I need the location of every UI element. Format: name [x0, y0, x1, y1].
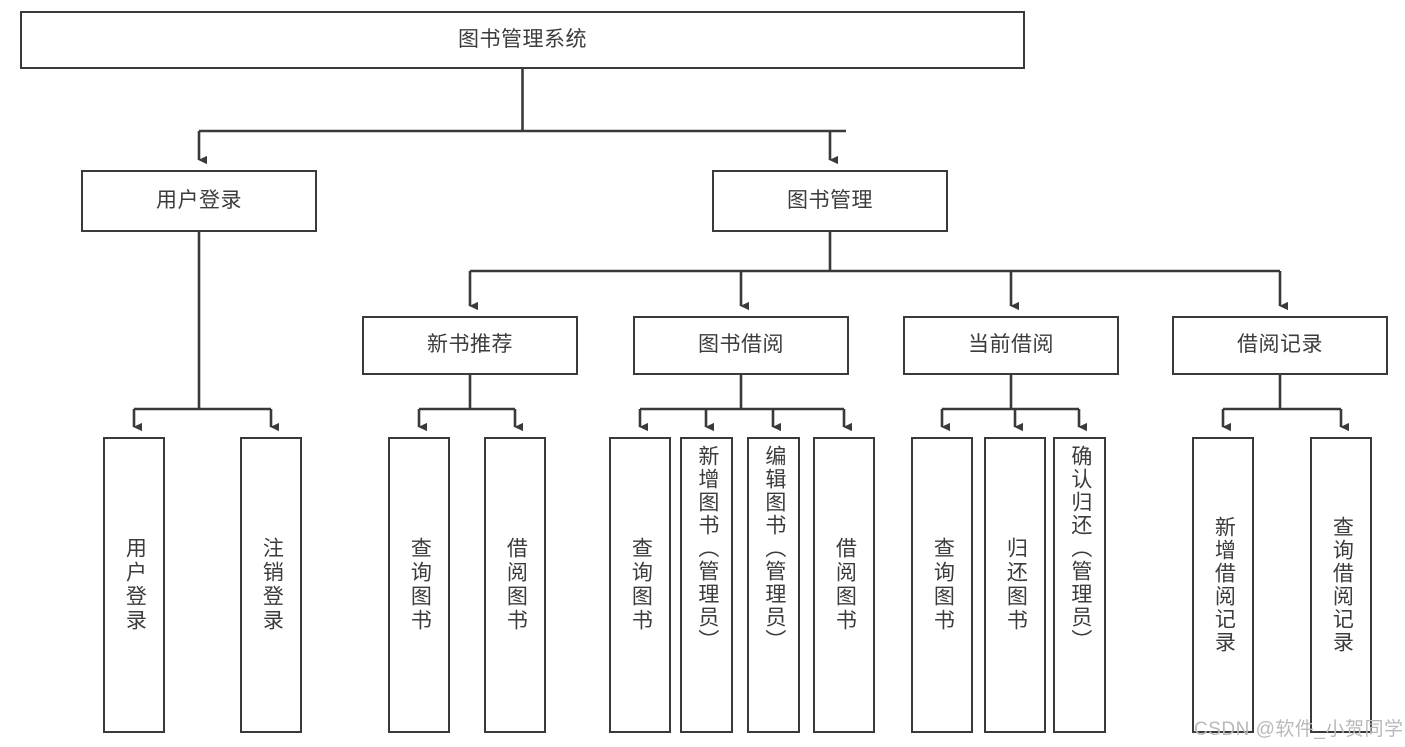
node-current-borrow-label: 当前借阅: [968, 333, 1054, 357]
node-new-book-rec-label: 新书推荐: [427, 333, 513, 357]
node-leaf-edit-book-admin-label: 编辑图书（管理员）: [762, 445, 786, 652]
node-book-manage-label: 图书管理: [787, 188, 873, 212]
node-leaf-query-book-rec-label: 查询图书: [408, 537, 432, 633]
node-leaf-add-borrow-record[interactable]: 新增借阅记录: [1192, 437, 1254, 733]
node-current-borrow[interactable]: 当前借阅: [903, 316, 1119, 375]
node-root[interactable]: 图书管理系统: [20, 11, 1025, 69]
node-leaf-borrow-book-rec-label: 借阅图书: [504, 537, 528, 633]
node-leaf-borrow-book[interactable]: 借阅图书: [813, 437, 875, 733]
node-leaf-user-login-label: 用户登录: [123, 537, 147, 633]
node-leaf-confirm-return-admin[interactable]: 确认归还（管理员）: [1053, 437, 1106, 733]
node-leaf-user-logout[interactable]: 注销登录: [240, 437, 302, 733]
node-leaf-add-borrow-record-label: 新增借阅记录: [1212, 516, 1236, 654]
node-leaf-query-borrow-record[interactable]: 查询借阅记录: [1310, 437, 1372, 733]
node-borrow-record[interactable]: 借阅记录: [1172, 316, 1388, 375]
node-leaf-user-login[interactable]: 用户登录: [103, 437, 165, 733]
node-leaf-return-book[interactable]: 归还图书: [984, 437, 1046, 733]
node-leaf-borrow-book-label: 借阅图书: [833, 537, 857, 633]
node-root-label: 图书管理系统: [458, 27, 587, 51]
node-borrow-record-label: 借阅记录: [1237, 333, 1323, 357]
node-leaf-user-logout-label: 注销登录: [260, 537, 284, 633]
node-leaf-query-borrow-record-label: 查询借阅记录: [1330, 516, 1354, 654]
node-user-login-label: 用户登录: [156, 188, 242, 212]
node-leaf-borrow-book-rec[interactable]: 借阅图书: [484, 437, 546, 733]
node-new-book-rec[interactable]: 新书推荐: [362, 316, 578, 375]
watermark: CSDN @软件_小贺同学: [1194, 719, 1404, 740]
node-leaf-return-book-label: 归还图书: [1004, 537, 1028, 633]
node-leaf-query-book-borrow[interactable]: 查询图书: [609, 437, 671, 733]
node-leaf-add-book-admin[interactable]: 新增图书（管理员）: [680, 437, 733, 733]
node-leaf-query-book-rec[interactable]: 查询图书: [388, 437, 450, 733]
node-book-manage[interactable]: 图书管理: [712, 170, 948, 232]
node-book-borrow[interactable]: 图书借阅: [633, 316, 849, 375]
node-leaf-query-book-current[interactable]: 查询图书: [911, 437, 973, 733]
node-user-login[interactable]: 用户登录: [81, 170, 317, 232]
node-leaf-edit-book-admin[interactable]: 编辑图书（管理员）: [747, 437, 800, 733]
node-leaf-query-book-current-label: 查询图书: [931, 537, 955, 633]
node-leaf-query-book-borrow-label: 查询图书: [629, 537, 653, 633]
node-book-borrow-label: 图书借阅: [698, 333, 784, 357]
node-leaf-confirm-return-admin-label: 确认归还（管理员）: [1068, 445, 1092, 652]
node-leaf-add-book-admin-label: 新增图书（管理员）: [695, 445, 719, 652]
